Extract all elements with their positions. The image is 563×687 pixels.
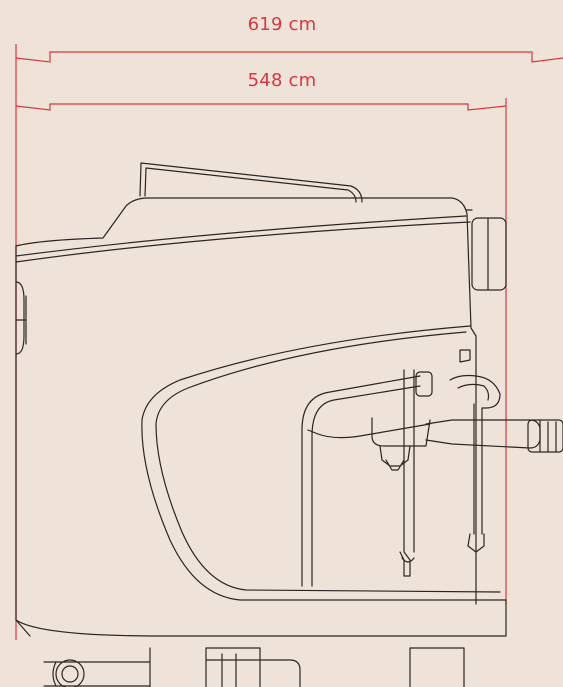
foot-left-block	[205, 647, 261, 687]
base	[15, 619, 31, 637]
body-width-label: 548 cm	[247, 70, 317, 91]
machine-outline	[15, 162, 563, 687]
body-dimension-line	[15, 103, 507, 111]
side-knob	[15, 281, 25, 355]
cup-rail	[139, 162, 363, 203]
foot-right	[409, 647, 465, 687]
portafilter-handle	[425, 419, 541, 449]
drain-pipe	[43, 659, 151, 687]
hot-water-wand	[449, 374, 501, 535]
overall-width-label: 619 cm	[247, 14, 317, 35]
overall-dimension-line	[15, 51, 563, 63]
lower-body-sweep	[15, 261, 507, 637]
group-head	[371, 417, 431, 447]
steam-wand-left	[399, 369, 411, 577]
dimension-lines	[15, 44, 563, 640]
steam-knob	[471, 217, 507, 291]
cup-well	[301, 375, 421, 587]
upper-body	[15, 197, 477, 357]
